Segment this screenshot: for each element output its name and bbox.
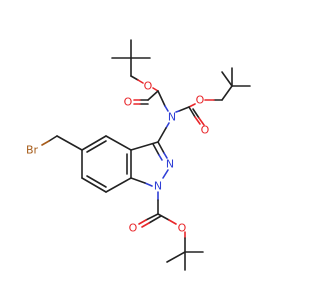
carbamate-nitrogen-label: N <box>168 111 176 124</box>
carbonyl-oxygen-top-left-label: O <box>124 96 133 109</box>
bromine-atom-label: Br <box>26 144 39 157</box>
bromomethyl-group <box>41 135 83 151</box>
indazole-n2-label: N <box>166 158 174 171</box>
indazole-core <box>81 135 169 193</box>
indazole-n1-label: N <box>154 180 162 193</box>
molecule-structure: Br N N N O O O O O O <box>26 39 251 271</box>
tert-butyl-top-right <box>221 67 251 101</box>
ester-oxygen-top-left-label: O <box>144 80 153 93</box>
n-to-c3-bond <box>157 122 170 143</box>
carbamate-top-left <box>130 75 169 112</box>
ester-oxygen-top-right-label: O <box>196 94 205 107</box>
ester-oxygen-bottom-label: O <box>178 222 187 235</box>
tert-butyl-bottom <box>166 251 204 271</box>
tert-butyl-top-left <box>111 39 151 77</box>
carbonyl-oxygen-top-right-label: O <box>201 124 210 137</box>
carbonyl-oxygen-bottom-label: O <box>129 222 138 235</box>
carbamate-bottom <box>138 191 186 253</box>
carbamate-top-right <box>175 99 223 126</box>
